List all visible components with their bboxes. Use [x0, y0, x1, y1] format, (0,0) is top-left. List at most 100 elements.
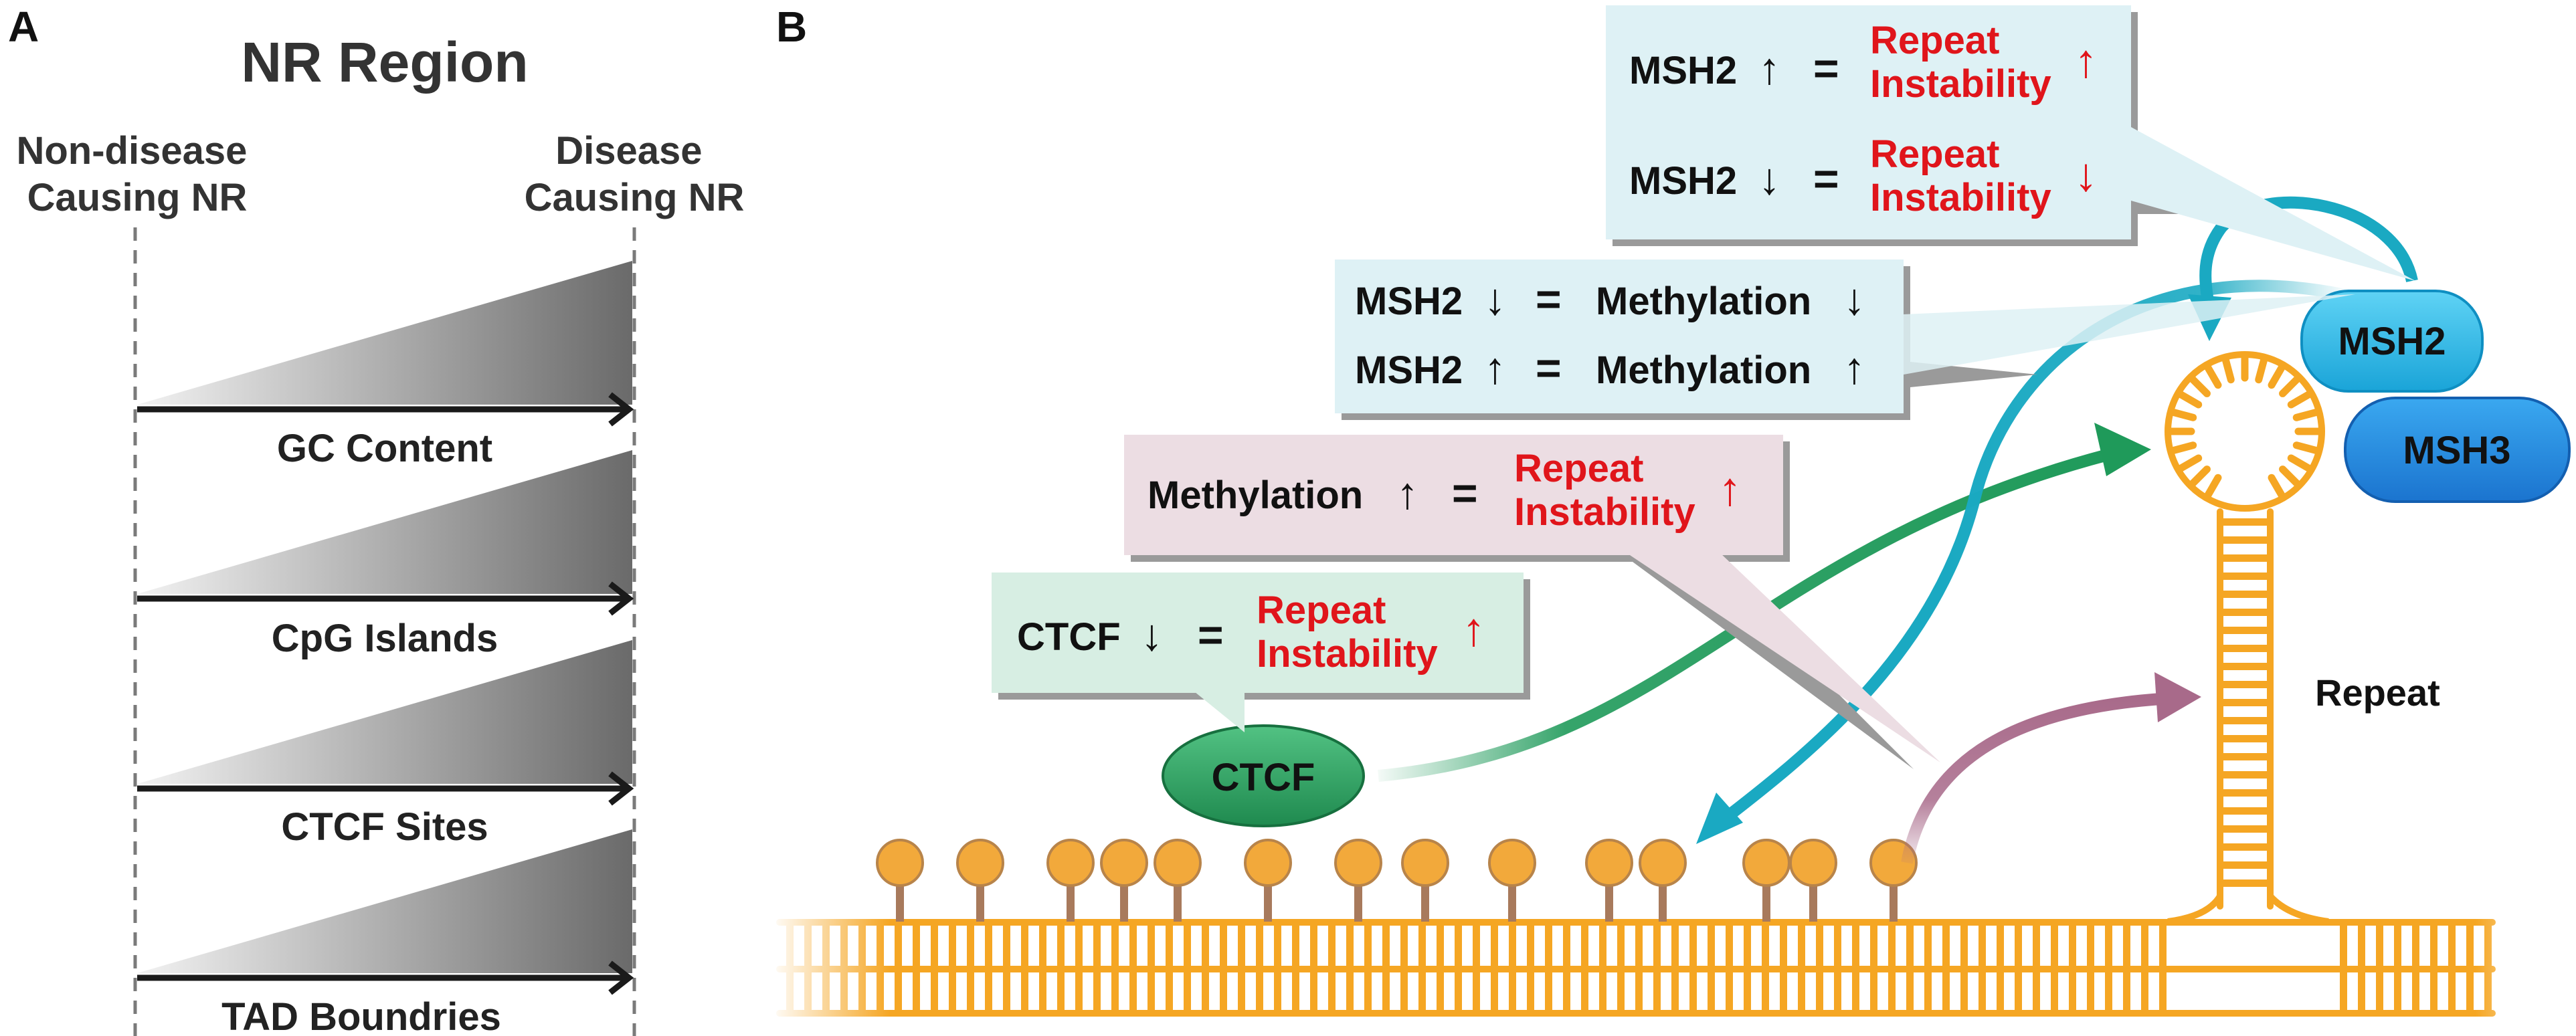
arrowhead	[608, 392, 634, 427]
dna-rung	[1093, 968, 1101, 1014]
methyl-ball	[1639, 839, 1687, 887]
dna-rung	[1039, 922, 1046, 970]
dna-rung	[1762, 922, 1769, 970]
dna-rung	[1509, 968, 1516, 1014]
dna-rung	[1635, 922, 1643, 970]
arrow-curve	[1716, 280, 2343, 828]
methyl-mark	[1742, 839, 1790, 922]
loop-spoke	[2292, 408, 2321, 421]
dna-rung	[1184, 968, 1191, 1014]
dna-rung	[1780, 922, 1787, 970]
dna-rung	[1220, 968, 1227, 1014]
dna-rung	[1599, 922, 1606, 970]
callout-box	[1124, 435, 1783, 555]
dna-rung	[1924, 968, 1932, 1014]
feature-cpg-islands: CpG Islands	[137, 450, 634, 660]
methyl-ball	[1244, 839, 1292, 887]
row1-left: MSH2	[1629, 49, 1737, 92]
callout-tail	[1626, 552, 1940, 762]
dna-rung	[2448, 968, 2456, 1014]
dna-rung	[2069, 968, 2076, 1014]
callout-tail	[1904, 294, 2355, 375]
dna-rung	[1726, 968, 1733, 1014]
loop-spoke	[2287, 390, 2314, 409]
callout-box	[992, 573, 1524, 693]
dna-rung	[1473, 968, 1480, 1014]
feature-label: TAD Boundries	[221, 995, 501, 1036]
hairpin-rung	[2220, 699, 2270, 706]
dna-rung	[2358, 968, 2365, 1014]
arrow-green-ctcf-to-repeat	[1378, 423, 2151, 782]
disease-header-line1: Disease	[555, 129, 702, 173]
dna-rung	[931, 968, 938, 1014]
row1-up-arrow: ↑	[1758, 43, 1780, 93]
row2-result-line1: Repeat	[1870, 132, 1999, 176]
dna-rung	[1708, 968, 1715, 1014]
dna-rung	[1238, 922, 1245, 970]
dna-rung	[913, 968, 920, 1014]
dna-rung	[1184, 922, 1191, 970]
dna-rung	[1292, 922, 1299, 970]
dna-rung	[1888, 922, 1896, 970]
panel-a-title: NR Region	[241, 31, 528, 94]
dna-rung	[1274, 922, 1281, 970]
row2-left: MSH2	[1629, 159, 1737, 203]
feature-label: GC Content	[277, 427, 492, 470]
methyl-mark	[1401, 839, 1449, 922]
dna-rung	[1075, 968, 1083, 1014]
dna-rung	[2412, 922, 2419, 970]
row2-equals: =	[1813, 154, 1839, 203]
hairpin-rung	[2220, 645, 2270, 652]
hairpin-rung	[2220, 843, 2270, 851]
left-arrow: ↑	[1396, 468, 1418, 518]
dna-rungs-bottom	[786, 968, 2492, 1014]
dna-rung	[949, 968, 956, 1014]
dna-rung	[1491, 922, 1498, 970]
dna-rung	[1364, 922, 1372, 970]
row1-equals: =	[1536, 274, 1562, 324]
arrowhead	[608, 960, 634, 995]
row2-arrow: ↑	[1484, 343, 1506, 393]
dna-rung	[1635, 968, 1643, 1014]
feature-tad-boundries: TAD Boundries	[137, 829, 634, 1036]
dna-rung	[895, 968, 902, 1014]
dna-rung	[1003, 968, 1010, 1014]
row1-left: MSH2	[1355, 280, 1463, 323]
methyl-mark	[1639, 839, 1687, 922]
dna-rung	[1129, 968, 1137, 1014]
dna-rung	[1147, 922, 1155, 970]
dna-rung	[1960, 968, 1968, 1014]
methyl-mark	[1046, 839, 1095, 922]
dna-rung	[1400, 968, 1408, 1014]
dna-rung	[967, 922, 974, 970]
methyl-mark	[1154, 839, 1202, 922]
dna-rung	[1671, 922, 1679, 970]
loop-spoke	[2279, 465, 2302, 488]
dna-rung	[1328, 968, 1336, 1014]
dna-rung	[2033, 968, 2040, 1014]
dna-rung	[2466, 968, 2474, 1014]
hairpin-rung	[2220, 536, 2270, 544]
row2-result-arrow: ↓	[2074, 148, 2098, 201]
dna-rung	[1400, 922, 1408, 970]
arrowhead	[1696, 793, 1743, 844]
feature-label: CTCF Sites	[281, 805, 488, 849]
dna-rung	[2340, 922, 2347, 970]
dna-rung	[1328, 922, 1336, 970]
dna-rung	[1563, 922, 1570, 970]
dna-rung	[1852, 922, 1859, 970]
dna-rung	[1364, 968, 1372, 1014]
dna-rung	[913, 922, 920, 970]
arrowhead	[2094, 423, 2151, 476]
hairpin-rung	[2220, 717, 2270, 724]
dna-rung	[2015, 968, 2022, 1014]
dna-rung	[1220, 922, 1227, 970]
left-term: CTCF	[1017, 615, 1121, 659]
dna-rung	[1509, 922, 1516, 970]
dna-rung	[1798, 922, 1805, 970]
hairpin-rung	[2220, 518, 2270, 526]
dna-rung	[1979, 968, 1986, 1014]
dna-rung	[2159, 922, 2167, 970]
methyl-ball	[1585, 839, 1633, 887]
loop-spoke	[2203, 362, 2222, 389]
